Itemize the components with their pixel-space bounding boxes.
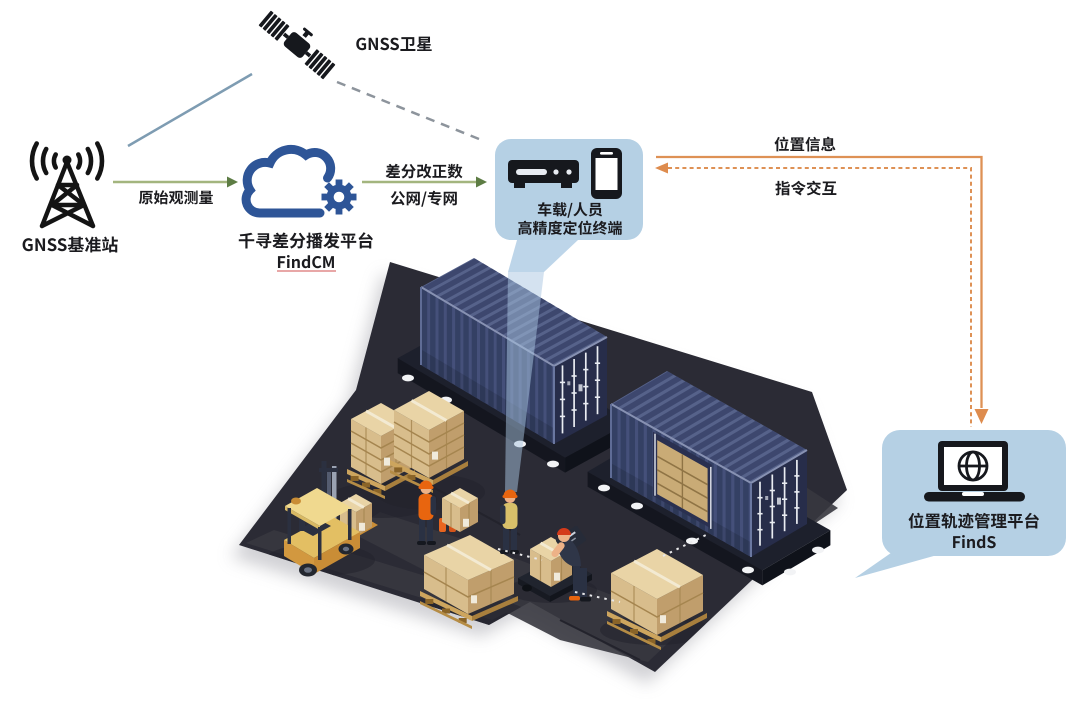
svg-text:千寻差分播发平台: 千寻差分播发平台 [238, 227, 374, 252]
svg-text:位置轨迹管理平台: 位置轨迹管理平台 [908, 508, 1040, 532]
svg-text:FindCM: FindCM [277, 249, 336, 273]
svg-text:位置信息: 位置信息 [774, 133, 836, 155]
svg-text:GNSS卫星: GNSS卫星 [355, 31, 432, 55]
svg-text:车载/人员: 车载/人员 [537, 199, 603, 220]
svg-text:原始观测量: 原始观测量 [138, 187, 213, 208]
svg-text:GNSS基准站: GNSS基准站 [22, 231, 119, 256]
svg-text:差分改正数: 差分改正数 [385, 160, 463, 182]
svg-text:FindS: FindS [952, 529, 997, 553]
svg-text:指令交互: 指令交互 [775, 177, 837, 199]
svg-text:公网/专网: 公网/专网 [390, 187, 458, 209]
svg-text:高精度定位终端: 高精度定位终端 [517, 218, 622, 239]
